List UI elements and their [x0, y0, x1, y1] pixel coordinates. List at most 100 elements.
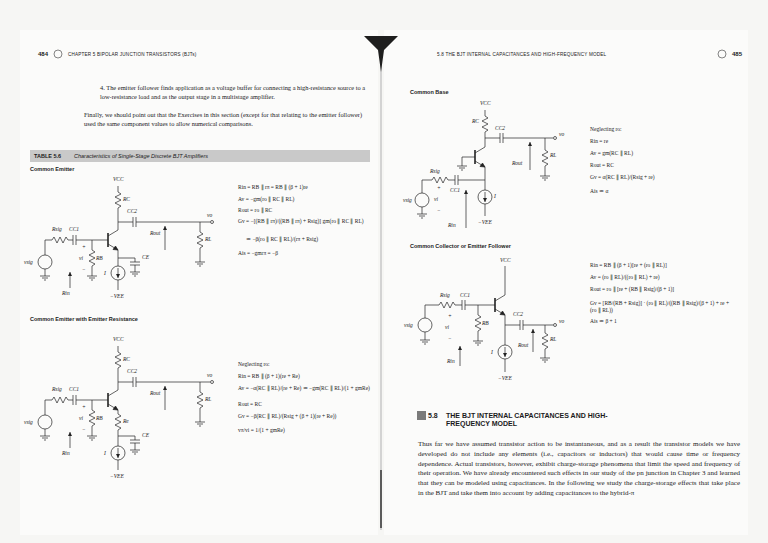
circuit-common-base — [415, 110, 557, 228]
page-number: 484 — [38, 51, 48, 57]
section-heading: THE BJT INTERNAL CAPACITANCES AND HIGH-F… — [446, 412, 616, 429]
equation: ≃ −β(ro ∥ RC ∥ RL)/(rπ + Rsig) — [246, 236, 370, 243]
circuit-label: CC1 — [460, 292, 470, 298]
page-number: 485 — [732, 51, 742, 57]
body-text: Thus far we have assumed transistor acti… — [418, 440, 740, 499]
circuit-label: vo — [207, 212, 212, 218]
circuit-label: VCC — [113, 176, 124, 182]
circuit-label: Rout — [512, 160, 522, 166]
circuit-label: + — [448, 313, 452, 319]
circuit-label: Re — [123, 418, 129, 424]
circuit-label: I — [104, 270, 106, 276]
equation: Gv = [RB/(RB + Rsig)] · (ro ∥ RL)/((RB ∥… — [590, 300, 735, 314]
equation: Gv = α(RC ∥ RL)/(Rsig + re) — [590, 174, 735, 181]
running-header: CHAPTER 5 BIPOLAR JUNCTION TRANSISTORS (… — [68, 52, 197, 57]
equation: Av = −gm(ro ∥ RC ∥ RL) — [238, 196, 370, 203]
circuit-label: RB — [96, 415, 103, 421]
binding-mark — [380, 470, 382, 528]
section-number: 5.8 — [428, 412, 438, 419]
circuit-label: vo — [207, 372, 212, 378]
circuit-label: Rin — [447, 358, 455, 364]
circuit-label: Rout — [150, 390, 160, 396]
header-icon — [718, 50, 726, 58]
circuit-label: Rout — [150, 230, 160, 236]
circuit-label: CC2 — [495, 125, 505, 131]
circuit-label: Rsig — [52, 386, 62, 392]
circuit-label: vo — [559, 318, 564, 324]
circuit-label: RC — [472, 118, 479, 124]
circuit-label: RL — [205, 236, 211, 242]
circuit-label: RB — [482, 320, 489, 326]
equation: Gv = −[(RB ∥ rπ)/((RB ∥ rπ) + Rsig)] gm(… — [238, 218, 370, 225]
equation: Av = (ro ∥ RL)/((ro ∥ RL) + re) — [590, 274, 735, 281]
equation: Neglecting ro: — [238, 361, 370, 368]
circuit-label: − — [448, 335, 452, 341]
section-icon — [417, 411, 426, 420]
circuit-label: VCC — [480, 100, 491, 106]
circuit-label: vo — [559, 131, 564, 137]
body-text: 4. The emitter follower finds applicatio… — [100, 84, 368, 101]
equation: Rout = ro ∥ [re + (RB ∥ Rsig)/(β + 1)] — [590, 286, 735, 293]
circuit-label: RC — [123, 196, 130, 202]
circuit-label: RL — [550, 336, 556, 342]
circuit-label: VCC — [500, 257, 511, 263]
equation: Av = −α(RC ∥ RL)/(re + Re) ≃ −gm(RC ∥ RL… — [238, 385, 370, 392]
circuit-label: VCC — [113, 336, 124, 342]
circuit-label: −VEE — [498, 375, 512, 381]
circuit-label: Rin — [448, 222, 456, 228]
circuit-label: vsig — [24, 419, 33, 425]
binding-mark — [364, 36, 398, 72]
circuit-label: CC2 — [127, 368, 137, 374]
circuit-label: RL — [550, 152, 556, 158]
circuit-label: vi — [434, 196, 438, 202]
circuit-common-emitter — [38, 186, 214, 290]
circuit-label: CC2 — [127, 208, 137, 214]
circuit-label: RC — [123, 356, 130, 362]
equation: Av = gm(RC ∥ RL) — [590, 150, 735, 157]
running-header: 5.8 THE BJT INTERNAL CAPACITANCES AND HI… — [437, 52, 606, 57]
equation: Rout = RC — [590, 162, 735, 169]
circuit-label: Rsig — [440, 292, 450, 298]
table-section-heading: Common Emitter with Emitter Resistance — [30, 316, 138, 322]
table-section-heading: Common Collector or Emitter Follower — [410, 243, 511, 249]
circuit-label: − — [82, 266, 86, 272]
equation: Ais ≃ α — [590, 188, 735, 195]
circuit-label: −VEE — [110, 293, 124, 299]
equation: Rin = re — [590, 138, 735, 145]
table-section-heading: Common Emitter — [30, 166, 74, 172]
circuit-label: Rin — [62, 450, 70, 456]
circuit-label: vi — [79, 255, 83, 261]
equation: Neglecting ro: — [590, 126, 735, 133]
equation: Ais ≃ β + 1 — [590, 318, 735, 325]
circuit-label: Rsig — [52, 226, 62, 232]
circuit-label: + — [82, 244, 86, 250]
circuit-label: CC2 — [513, 311, 523, 317]
circuit-label: CE — [142, 432, 149, 438]
equation: Rin = RB ∥ (β + 1)[re + (ro ∥ RL)] — [590, 262, 735, 269]
circuit-label: I — [494, 193, 496, 199]
header-icon — [54, 50, 62, 58]
circuit-label: vsig — [24, 259, 33, 265]
equation: Rin = RB ∥ (β + 1)(re + Re) — [238, 373, 370, 380]
circuit-label: vsig — [404, 322, 413, 328]
right-page — [384, 30, 748, 535]
circuit-label: Rout — [518, 342, 528, 348]
circuit-label: CC1 — [69, 226, 79, 232]
circuit-label: − — [82, 426, 86, 432]
spine — [380, 40, 381, 530]
table-number: TABLE 5.6 — [34, 153, 61, 159]
circuit-emitter-resistance — [38, 346, 214, 470]
circuit-label: Rsig — [430, 168, 440, 174]
equation: Rin = RB ∥ rπ = RB ∥ (β + 1)re — [238, 184, 370, 191]
left-page — [20, 30, 378, 535]
circuit-label: + — [82, 404, 86, 410]
table-caption: Characteristics of Single-Stage Discrete… — [74, 153, 208, 159]
equation: Rout = ro ∥ RC — [238, 207, 370, 214]
circuit-emitter-follower — [418, 266, 557, 372]
circuit-label: − — [437, 207, 441, 213]
equation: Ais = −gmrπ = −β — [238, 250, 370, 257]
circuit-label: vi — [79, 415, 83, 421]
equation: Gv = −β(RC ∥ RL)/(Rsig + (β + 1)(re + Re… — [238, 413, 370, 420]
equation: Rout = RC — [238, 401, 370, 408]
table-section-heading: Common Base — [410, 89, 449, 95]
